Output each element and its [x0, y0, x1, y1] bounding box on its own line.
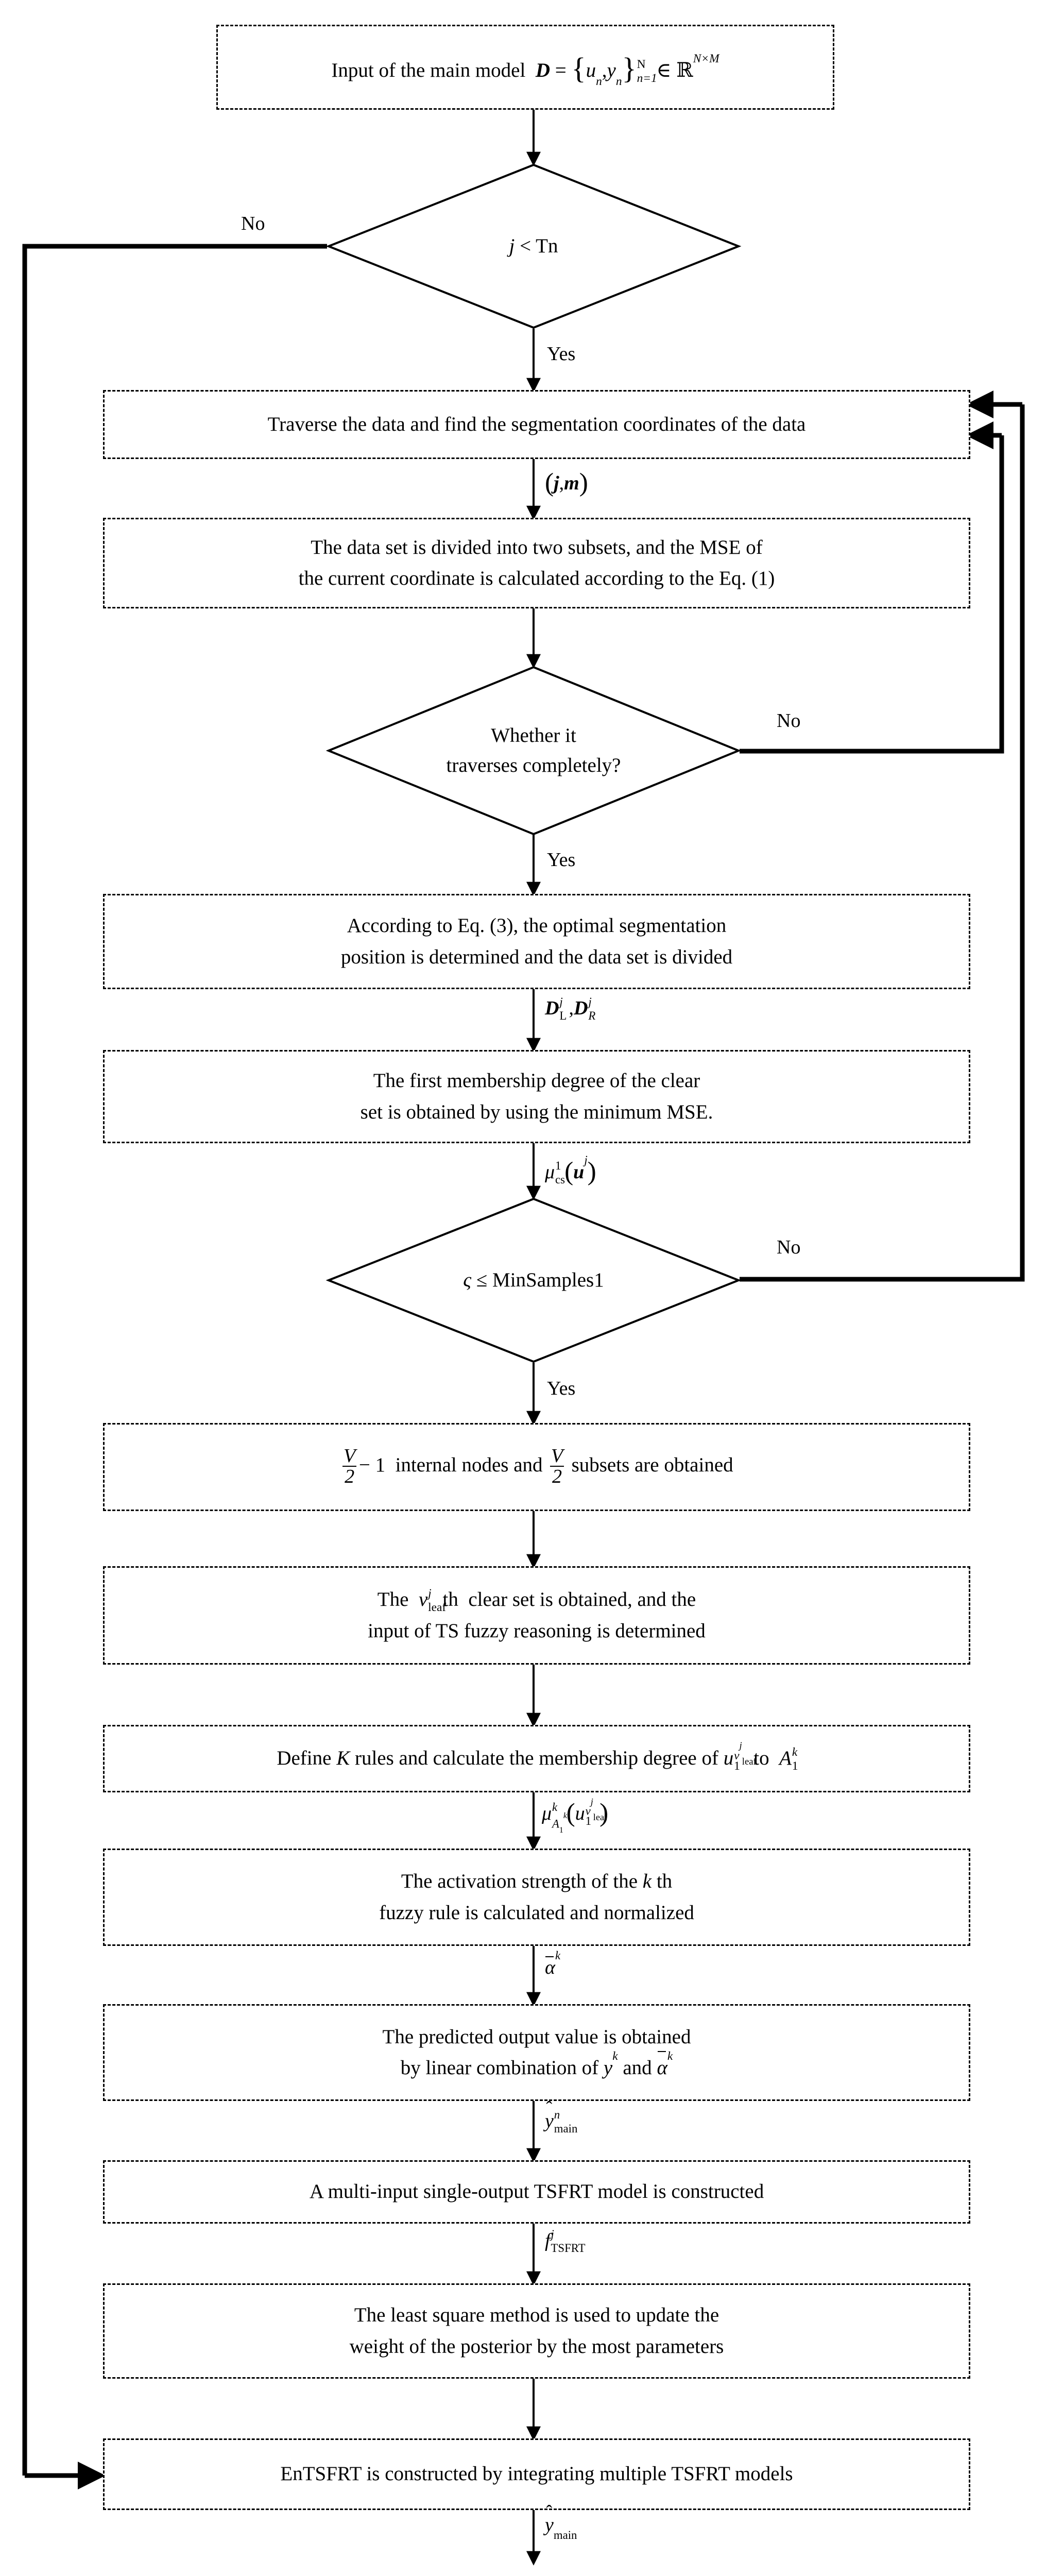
node-optimal-segmentation-text: According to Eq. (3), the optimal segmen…	[340, 914, 733, 968]
edge-label-no-2: No	[777, 710, 801, 732]
node-first-membership-degree[interactable]: The first membership degree of the clear…	[103, 1050, 970, 1143]
node-define-k-rules[interactable]: Define K rules and calculate the members…	[103, 1725, 970, 1792]
edge-label-yes-2: Yes	[547, 849, 576, 871]
edge-label-no-3: No	[777, 1236, 801, 1258]
node-entsfrt-constructed[interactable]: EnTSFRT is constructed by integrating mu…	[103, 2438, 970, 2510]
edge-label-no-1: No	[241, 213, 265, 234]
node-least-square-update[interactable]: The least square method is used to updat…	[103, 2283, 970, 2379]
node-miso-tsfrt-model[interactable]: A multi-input single-output TSFRT model …	[103, 2160, 970, 2224]
edge-label-j-m: (j,m)	[545, 468, 588, 498]
node-traverse-data-text: Traverse the data and find the segmentat…	[267, 413, 806, 435]
edge-label-yes-3: Yes	[547, 1378, 576, 1399]
node-split-dataset-mse[interactable]: The data set is divided into two subsets…	[103, 518, 970, 608]
node-define-k-rules-text: Define K rules and calculate the members…	[277, 1740, 798, 1773]
node-entsfrt-constructed-text: EnTSFRT is constructed by integrating mu…	[280, 2463, 793, 2485]
decision-min-samples[interactable]: ς ≤ MinSamples1	[325, 1197, 742, 1363]
node-traverse-data[interactable]: Traverse the data and find the segmentat…	[103, 390, 970, 459]
node-first-membership-degree-text: The first membership degree of the clear…	[360, 1070, 713, 1123]
decision-traverse-complete[interactable]: Whether it traverses completely?	[325, 666, 742, 836]
node-miso-tsfrt-model-text: A multi-input single-output TSFRT model …	[309, 2180, 764, 2203]
node-split-dataset-mse-text: The data set is divided into two subsets…	[298, 536, 775, 589]
node-activation-strength-text: The activation strength of the k th fuzz…	[379, 1870, 694, 1924]
node-predicted-output[interactable]: The predicted output value is obtained b…	[103, 2004, 970, 2101]
node-least-square-update-text: The least square method is used to updat…	[349, 2304, 724, 2358]
decision-j-less-than-tn[interactable]: j < Tn	[325, 163, 742, 329]
edge-label-y-hat-main: ymain	[545, 2515, 577, 2541]
node-optimal-segmentation[interactable]: According to Eq. (3), the optimal segmen…	[103, 894, 970, 989]
node-activation-strength[interactable]: The activation strength of the k th fuzz…	[103, 1849, 970, 1946]
node-predicted-output-text: The predicted output value is obtained b…	[112, 2022, 962, 2084]
edge-label-yes-1: Yes	[547, 343, 576, 365]
edge-label-alpha-bar: αk	[545, 1949, 561, 1978]
